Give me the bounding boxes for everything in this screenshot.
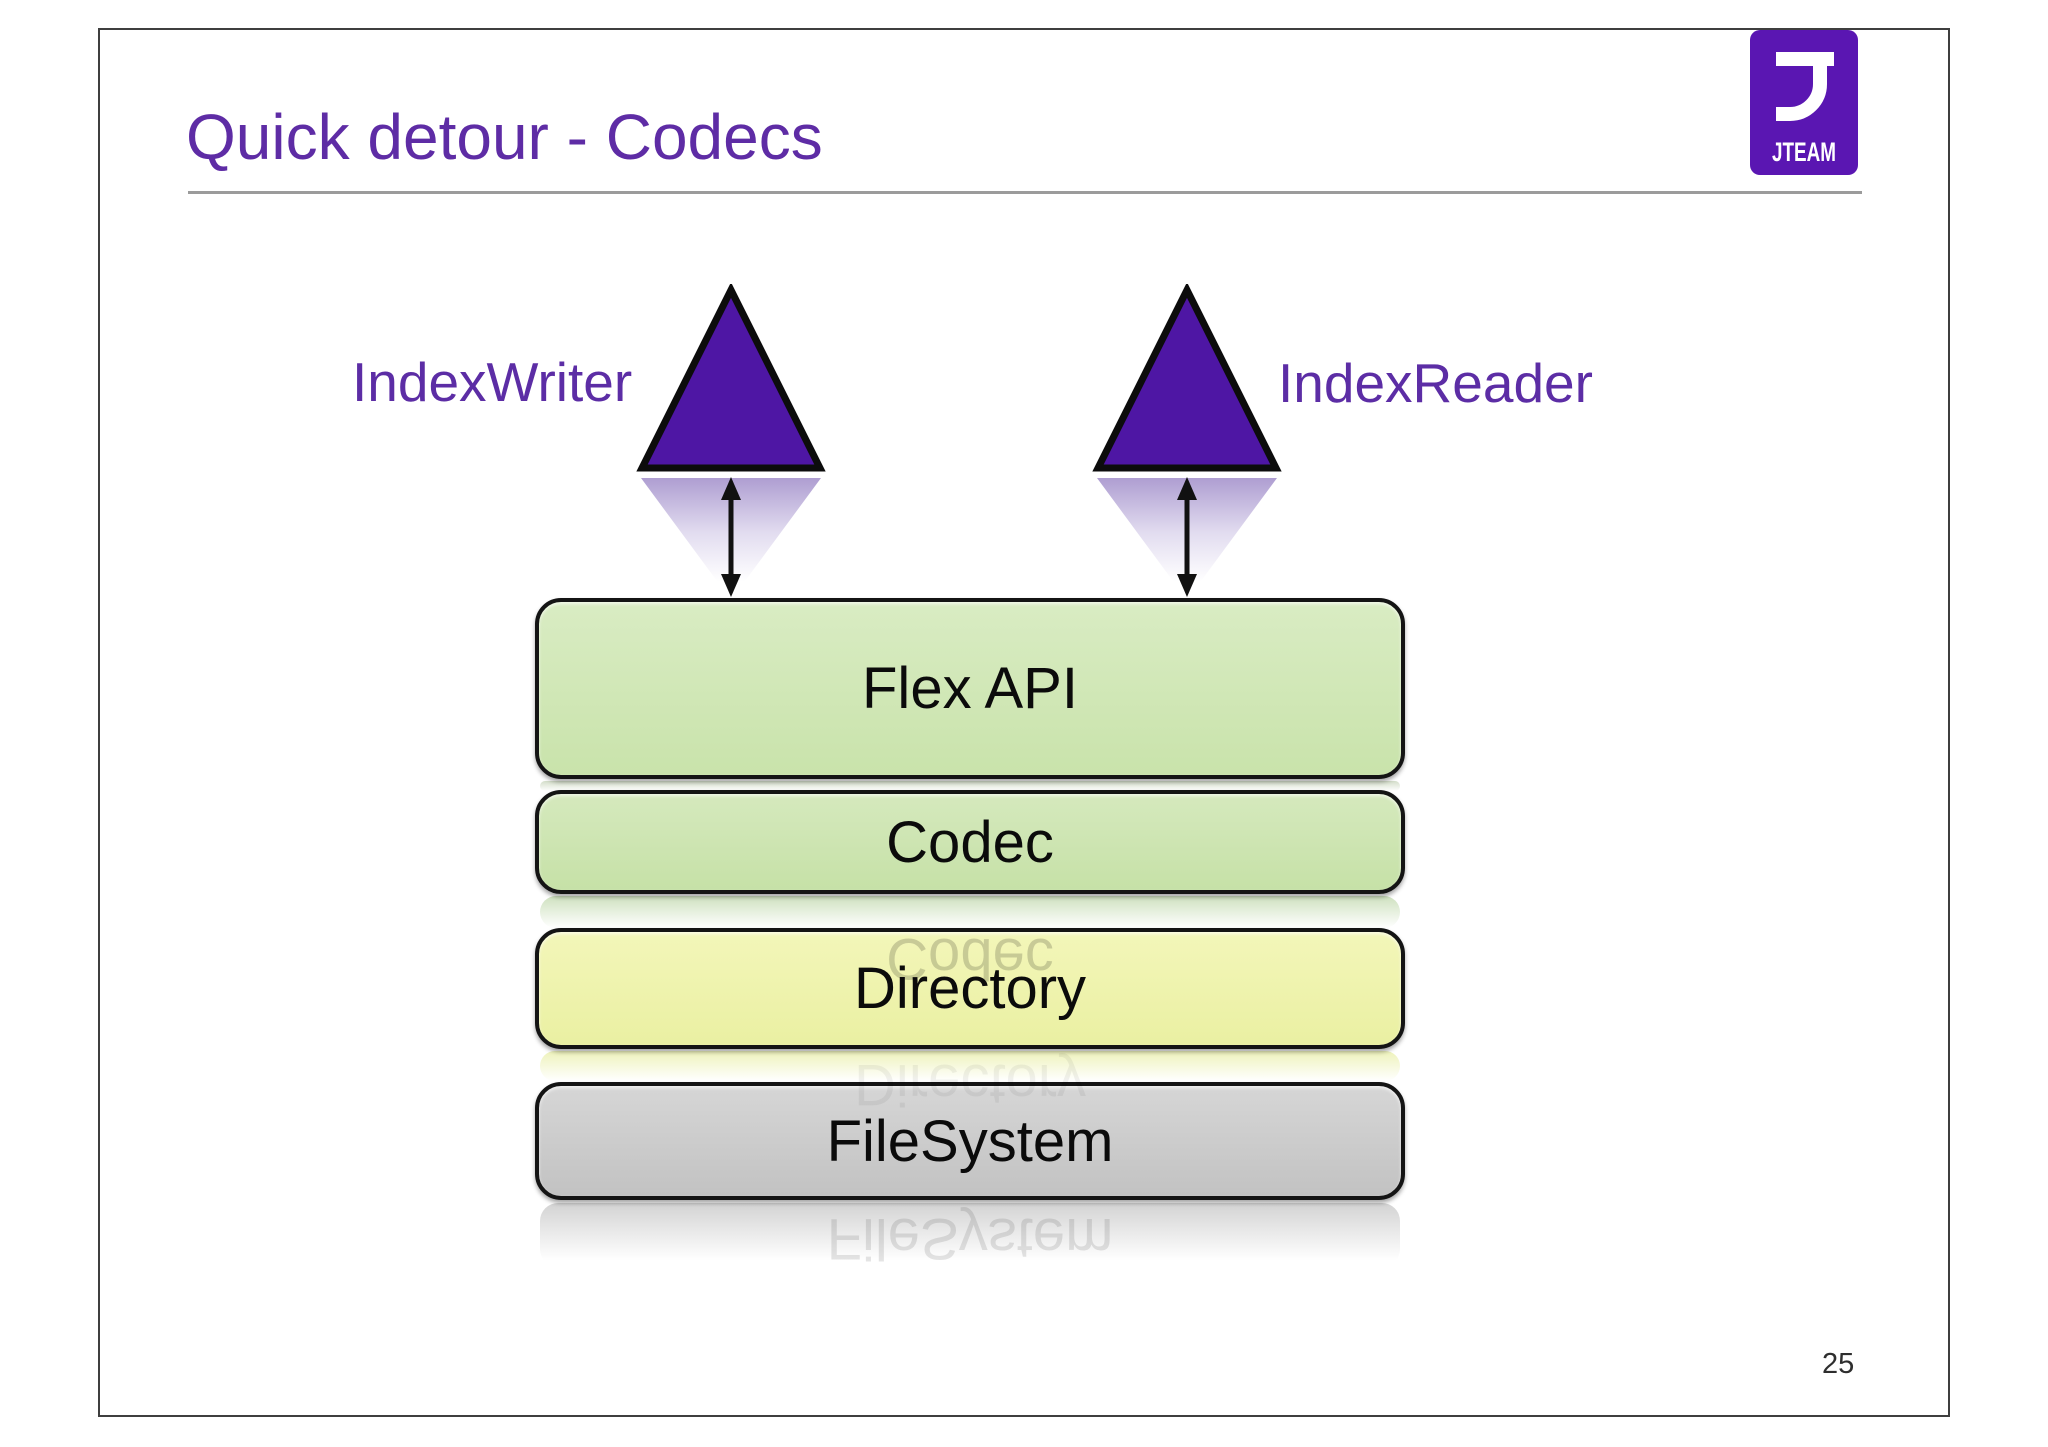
codec-reflection (540, 896, 1400, 928)
label-indexreader: IndexReader (1278, 352, 1593, 414)
layer-directory: Directory (535, 928, 1405, 1049)
filesystem-reflection (540, 1203, 1400, 1267)
bidirectional-arrow-icon (1177, 477, 1197, 597)
layer-directory-label: Directory (853, 956, 1087, 1021)
flex-api-reflection (540, 781, 1400, 791)
jteam-logo-glyph: JTEAM (1772, 52, 1836, 167)
layer-codec: Codec (535, 790, 1405, 894)
layer-flex-api: Flex API (535, 598, 1405, 779)
page-number: 25 (1822, 1348, 1855, 1380)
index-reader-triangle (1092, 284, 1282, 472)
layer-flex-api-label: Flex API (862, 656, 1078, 721)
layer-filesystem: FileSystem (535, 1082, 1405, 1200)
page-title: Quick detour - Codecs (186, 101, 823, 173)
layer-codec-label: Codec (886, 809, 1054, 875)
layer-filesystem-label: FileSystem (826, 1108, 1114, 1174)
label-indexwriter: IndexWriter (352, 351, 633, 413)
bidirectional-arrow-icon (721, 477, 741, 597)
jteam-logo: JTEAM (1750, 30, 1858, 175)
directory-reflection (540, 1051, 1400, 1081)
index-writer-triangle (636, 284, 826, 472)
jteam-logo-text: JTEAM (1772, 137, 1836, 167)
title-underline (188, 191, 1862, 194)
